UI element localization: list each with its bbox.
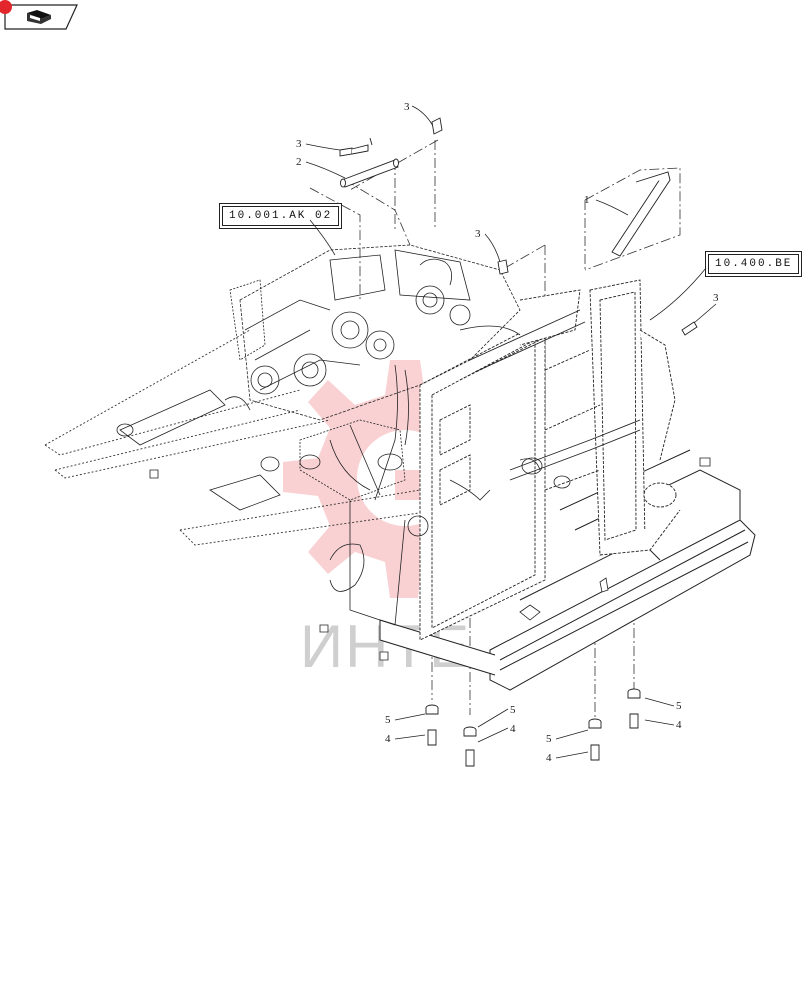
callout-4: 4 [546,752,552,764]
part-3-bolts [339,117,698,336]
frame-rails-left [44,329,441,546]
callout-4: 4 [510,723,516,735]
reference-box-radiator[interactable]: 10.400.BE [704,251,803,277]
callout-5: 5 [546,733,552,745]
part-1-bracket [611,171,671,257]
book-arrow-icon [27,10,51,24]
watermark-gear [283,360,525,598]
callout-2: 2 [296,156,302,168]
engine-block [116,244,571,626]
callout-4: 4 [676,719,682,731]
back-to-index-button[interactable] [0,0,78,30]
part-4-5-mounts [425,688,641,767]
status-badge [0,0,12,14]
callout-5: 5 [676,700,682,712]
part-2-tube [340,158,399,188]
callout-3: 3 [296,138,302,150]
callout-4: 4 [385,733,391,745]
watermark-text: ИНТЕ [300,613,472,680]
callout-3: 3 [713,292,719,304]
callout-3: 3 [475,228,481,240]
callout-5: 5 [385,714,391,726]
callout-3: 3 [404,101,410,113]
radiator-assembly [419,279,681,641]
hoses [469,309,641,481]
callout-5: 5 [510,704,516,716]
callout-1: 1 [584,194,590,206]
reference-box-engine[interactable]: 10.001.AK 02 [218,203,343,229]
